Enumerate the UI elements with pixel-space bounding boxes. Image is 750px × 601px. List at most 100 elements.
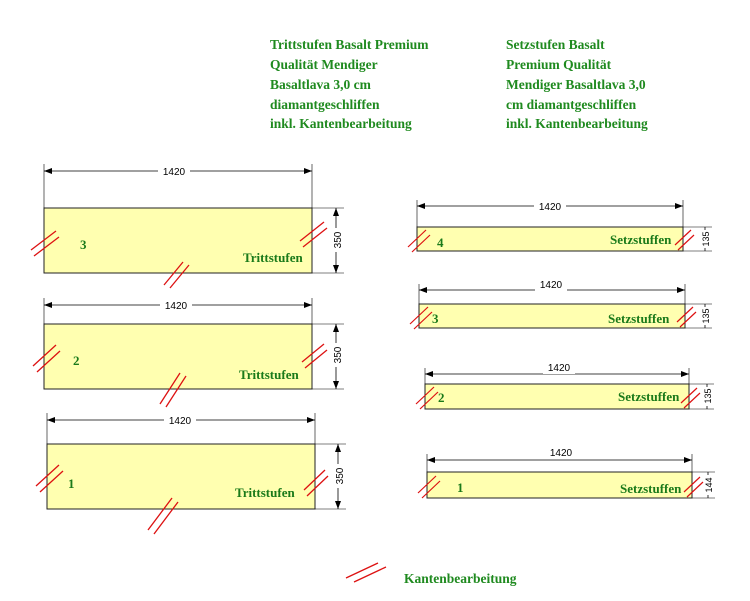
arrow-right-icon bbox=[684, 457, 692, 463]
edge-finish-mark bbox=[407, 229, 431, 253]
depth-dimension-label: 350 bbox=[333, 231, 344, 248]
dimension-label-bg bbox=[333, 464, 345, 488]
width-dimension-label: 1420 bbox=[169, 416, 192, 427]
treads-description: Trittstufen Basalt Premium Qualität Mend… bbox=[270, 37, 429, 131]
dimension-label-bg bbox=[160, 297, 192, 311]
edge-finish-mark bbox=[674, 229, 695, 251]
edge-finish-mark bbox=[683, 476, 704, 498]
double-slash-edge-mark-icon bbox=[345, 562, 387, 583]
riser-number: 1 bbox=[457, 480, 464, 495]
risers-description-line: cm diamantgeschliffen bbox=[506, 97, 637, 112]
arrow-down-icon bbox=[333, 265, 339, 273]
treads-description-line: Trittstufen Basalt Premium bbox=[270, 37, 429, 52]
riser-number: 2 bbox=[438, 390, 445, 405]
dimension-label-bg bbox=[702, 387, 713, 406]
riser-number: 4 bbox=[437, 235, 444, 250]
width-dimension-label: 1420 bbox=[163, 167, 186, 178]
tread-number: 3 bbox=[80, 237, 87, 252]
depth-dimension-label: 135 bbox=[703, 388, 713, 403]
dimension-label-bg bbox=[164, 412, 196, 426]
arrow-left-icon bbox=[419, 287, 427, 293]
riser-panel-3: 1420 135 3 Setzstuffen bbox=[409, 277, 712, 330]
edge-finish-mark bbox=[680, 387, 701, 409]
treads-description-line: Qualität Mendiger bbox=[270, 57, 378, 72]
arrow-up-icon bbox=[333, 208, 339, 216]
dimension-label-bg bbox=[545, 445, 577, 459]
arrow-down-icon bbox=[335, 501, 341, 509]
riser-panel-1: 1420 144 1 Setzstuffen bbox=[417, 445, 715, 499]
riser-label: Setzstuffen bbox=[620, 481, 682, 496]
riser-slab bbox=[426, 471, 693, 499]
width-dimension-label: 1420 bbox=[540, 280, 563, 291]
tread-panel-3: 1420 350 3 Trittstufen bbox=[30, 163, 344, 289]
riser-slab bbox=[416, 226, 684, 252]
arrow-right-icon bbox=[307, 417, 315, 423]
dimension-label-bg bbox=[700, 307, 711, 325]
tread-panel-1: 1420 350 1 Trittstufen bbox=[35, 412, 346, 535]
riser-label: Setzstuffen bbox=[608, 311, 670, 326]
depth-dimension-label: 350 bbox=[333, 346, 344, 363]
tread-number: 1 bbox=[68, 476, 75, 491]
dimension-label-bg bbox=[158, 163, 190, 177]
risers-description-line: Setzstufen Basalt bbox=[506, 37, 605, 52]
width-dimension-label: 1420 bbox=[548, 363, 571, 374]
tread-label: Trittstufen bbox=[239, 367, 299, 382]
dimension-label-bg bbox=[703, 475, 714, 495]
riser-label: Setzstuffen bbox=[618, 389, 680, 404]
depth-dimension-label: 144 bbox=[704, 477, 714, 492]
legend-label: Kantenbearbeitung bbox=[404, 571, 517, 586]
dimension-label-bg bbox=[700, 230, 711, 248]
width-dimension-label: 1420 bbox=[550, 448, 573, 459]
risers-description: Setzstufen Basalt Premium Qualität Mendi… bbox=[506, 37, 648, 131]
arrow-up-icon bbox=[333, 324, 339, 332]
edge-finish-mark bbox=[299, 221, 328, 248]
arrow-left-icon bbox=[44, 302, 52, 308]
dimension-label-bg bbox=[331, 343, 343, 367]
tread-slab bbox=[43, 207, 313, 274]
riser-number: 3 bbox=[432, 311, 439, 326]
dimension-label-bg bbox=[331, 228, 343, 252]
arrow-left-icon bbox=[425, 371, 433, 377]
risers-description-line: Mendiger Basaltlava 3,0 bbox=[506, 77, 646, 92]
dimension-label-bg bbox=[543, 360, 575, 374]
edge-finish-mark bbox=[147, 497, 179, 535]
edge-finish-mark bbox=[32, 344, 61, 373]
riser-label: Setzstuffen bbox=[610, 232, 672, 247]
riser-panel-2: 1420 135 2 Setzstuffen bbox=[415, 360, 714, 410]
arrow-left-icon bbox=[417, 203, 425, 209]
tread-label: Trittstufen bbox=[243, 250, 303, 265]
tread-number: 2 bbox=[73, 353, 80, 368]
depth-dimension-label: 135 bbox=[701, 308, 711, 323]
arrow-right-icon bbox=[304, 168, 312, 174]
width-dimension-label: 1420 bbox=[165, 301, 188, 312]
arrow-left-icon bbox=[427, 457, 435, 463]
width-dimension-label: 1420 bbox=[539, 202, 562, 213]
arrow-down-icon bbox=[333, 381, 339, 389]
treads-description-line: inkl. Kantenbearbeitung bbox=[270, 116, 412, 131]
riser-slab bbox=[424, 383, 690, 410]
tread-label: Trittstufen bbox=[235, 485, 295, 500]
arrow-right-icon bbox=[675, 203, 683, 209]
edge-finish-mark bbox=[676, 306, 697, 328]
edge-finish-mark bbox=[415, 386, 439, 410]
risers-description-line: Premium Qualität bbox=[506, 57, 612, 72]
arrow-left-icon bbox=[47, 417, 55, 423]
tread-panel-2: 1420 350 2 Trittstufen bbox=[32, 297, 344, 408]
legend: Kantenbearbeitung bbox=[345, 562, 517, 586]
edge-finish-mark bbox=[301, 343, 328, 369]
riser-panel-4: 1420 135 4 Setzstuffen bbox=[407, 198, 712, 253]
depth-dimension-label: 350 bbox=[335, 467, 346, 484]
arrow-left-icon bbox=[44, 168, 52, 174]
edge-finish-mark bbox=[163, 261, 190, 289]
risers-description-line: inkl. Kantenbearbeitung bbox=[506, 116, 648, 131]
depth-dimension-label: 135 bbox=[701, 231, 711, 246]
edge-finish-mark bbox=[35, 464, 64, 493]
edge-finish-mark bbox=[159, 372, 187, 408]
edge-finish-mark bbox=[303, 469, 329, 497]
edge-finish-mark bbox=[409, 306, 433, 330]
edge-finish-mark bbox=[417, 475, 441, 499]
arrow-right-icon bbox=[677, 287, 685, 293]
arrow-up-icon bbox=[335, 444, 341, 452]
